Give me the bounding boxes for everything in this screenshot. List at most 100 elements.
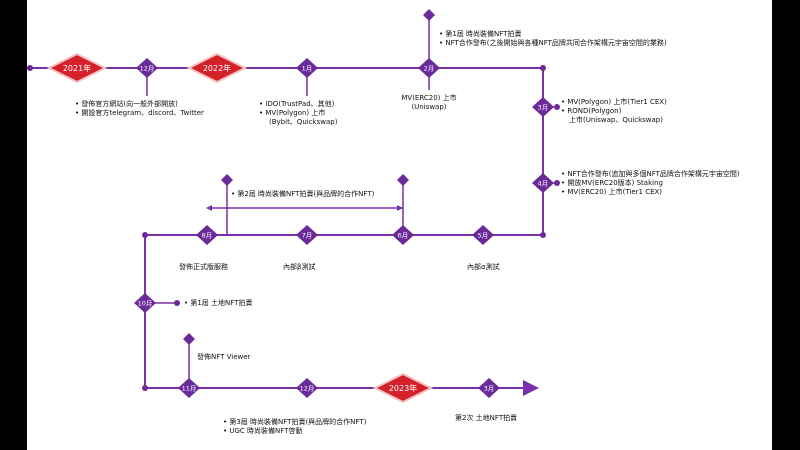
month-diamond xyxy=(178,378,200,398)
month-diamond xyxy=(296,378,318,398)
event-dec2022: • 第3屆 時尚裝備NFT拍賣(與品牌的合作NFT) • UGC 時尚裝備NFT… xyxy=(223,418,366,436)
event-line: • NFT合作發布(之後開始與各種NFT品牌共同合作架構元宇宙空間的業務) xyxy=(439,39,667,47)
event-line: • 第2屆 時尚裝備NFT拍賣(與品牌的合作NFT) xyxy=(231,190,375,198)
event-line: • NFT合作發布(追加與多個NFT品牌合作架構元宇宙空間) xyxy=(561,170,740,178)
event-line: • MV(ERC20) 上市(Tier1 CEX) xyxy=(561,188,663,196)
dot-corner-left2 xyxy=(142,385,148,391)
dot-oct-right xyxy=(174,300,180,306)
month-node-oct-2022: 10月 xyxy=(134,293,156,313)
month-diamond xyxy=(134,293,156,313)
event-line: • 開放MV(ERC20版本) Staking xyxy=(561,179,663,187)
month-diamond xyxy=(478,378,500,398)
month-diamond xyxy=(296,58,318,78)
event-line: 內部α測試 xyxy=(467,263,500,271)
event-aug: 發佈正式版服務 xyxy=(179,263,228,272)
dot-corner-right2 xyxy=(540,232,546,238)
month-node-mar-2022: 3月 xyxy=(532,97,554,117)
event-mar2023: 第2次 土地NFT拍賣 xyxy=(455,414,517,423)
fashion2-arrow-left-head xyxy=(206,205,212,211)
month-label: 3月 xyxy=(538,104,549,112)
month-node-apr-2022: 4月 xyxy=(532,173,554,193)
month-label: 6月 xyxy=(398,232,409,240)
dot-apr-right xyxy=(554,180,560,186)
month-node-mar-2023: 3月 xyxy=(478,378,500,398)
month-label: 7月 xyxy=(302,232,313,240)
event-line: • MV(Polygon) 上市 xyxy=(259,109,326,117)
month-diamond xyxy=(296,225,318,245)
fashion2-arrow-right-head xyxy=(397,205,403,211)
event-line: • 開設官方telegram、discord、Twitter xyxy=(75,109,204,117)
marker-viewer-top xyxy=(183,333,195,345)
month-node-dec-2022: 12月 xyxy=(296,378,318,398)
event-mar2022: • MV(Polygon) 上市(Tier1 CEX) • ROND(Polyg… xyxy=(561,98,667,125)
month-node-feb-2022: 2月 xyxy=(418,58,440,78)
month-label: 8月 xyxy=(202,232,213,240)
event-line: 發佈NFT Viewer xyxy=(197,353,251,361)
event-line: (Bybit、Quickswap) xyxy=(269,118,338,126)
event-viewer: 發佈NFT Viewer xyxy=(197,353,250,362)
event-fashion2: • 第2屆 時尚裝備NFT拍賣(與品牌的合作NFT) xyxy=(231,190,374,199)
month-node-jul-2022: 7月 xyxy=(296,225,318,245)
event-feb-above: • 第1屆 時尚裝備NFT拍賣 • NFT合作發布(之後開始與各種NFT品牌共同… xyxy=(439,30,667,48)
month-label: 12月 xyxy=(300,385,315,393)
month-diamond xyxy=(392,225,414,245)
marker-fashion2-right-top xyxy=(397,174,409,186)
dot-corner-left1 xyxy=(142,232,148,238)
event-jan2022: • IDO(TrustPad、其他) • MV(Polygon) 上市 (Byb… xyxy=(259,100,337,127)
year-diamond xyxy=(372,372,434,404)
event-line: MV(ERC20) 上市 xyxy=(401,94,457,102)
event-feb-below: MV(ERC20) 上市 (Uniswap) xyxy=(389,94,469,112)
month-node-dec-2021: 12月 xyxy=(136,58,158,78)
month-label: 4月 xyxy=(538,180,549,188)
month-node-jan-2022: 1月 xyxy=(296,58,318,78)
year-nodes: 2021年 2022年 2023年 xyxy=(46,52,434,404)
event-line: • 第3屆 時尚裝備NFT拍賣(與品牌的合作NFT) xyxy=(223,418,367,426)
event-line: (Uniswap) xyxy=(411,103,447,111)
month-label: 1月 xyxy=(302,65,313,73)
month-node-aug-2022: 8月 xyxy=(196,225,218,245)
event-line: • 第1屆 土地NFT拍賣 xyxy=(184,299,253,307)
timeline-dots xyxy=(27,9,560,391)
marker-fashion2-left-top xyxy=(221,174,233,186)
month-diamond xyxy=(418,58,440,78)
event-apr2022: • NFT合作發布(追加與多個NFT品牌合作架構元宇宙空間) • 開放MV(ER… xyxy=(561,170,740,197)
event-line: 上市(Uniswap、Quickswap) xyxy=(569,116,663,124)
event-line: • MV(Polygon) 上市(Tier1 CEX) xyxy=(561,98,667,106)
event-line: • 發佈官方網站(向一般外部開放) xyxy=(75,100,178,108)
month-label: 3月 xyxy=(484,385,495,393)
event-line: • ROND(Polygon) xyxy=(561,107,622,115)
year-label: 2023年 xyxy=(389,383,417,393)
year-label: 2022年 xyxy=(203,63,231,73)
month-node-may-2022: 5月 xyxy=(472,225,494,245)
month-node-nov-2022: 11月 xyxy=(178,378,200,398)
event-oct: • 第1屆 土地NFT拍賣 xyxy=(184,299,252,308)
event-line: • UGC 時尚裝備NFT啓動 xyxy=(223,427,303,435)
timeline-diagram: 2021年 2022年 2023年 12月 1月 2月 3月 4月 5月 6月 7月 8月 10月 11… xyxy=(27,9,560,404)
event-jul: 內部β測試 xyxy=(283,263,315,272)
event-line: • 第1屆 時尚裝備NFT拍賣 xyxy=(439,30,522,38)
dot-mar-right xyxy=(554,104,560,110)
year-diamond xyxy=(46,52,108,84)
year-diamond xyxy=(186,52,248,84)
month-label: 12月 xyxy=(140,65,155,73)
timeline-lines xyxy=(27,15,557,396)
dot-corner-right1 xyxy=(540,65,546,71)
year-node-2021: 2021年 xyxy=(46,52,108,84)
year-node-2023: 2023年 xyxy=(372,372,434,404)
marker-feb-top xyxy=(423,9,435,21)
month-label: 2月 xyxy=(424,65,435,73)
month-node-jun-2022: 6月 xyxy=(392,225,414,245)
month-diamond xyxy=(472,225,494,245)
event-line: 第2次 土地NFT拍賣 xyxy=(455,414,518,422)
month-diamond xyxy=(532,97,554,117)
month-label: 10月 xyxy=(138,300,153,308)
month-label: 11月 xyxy=(182,385,197,393)
year-node-2022: 2022年 xyxy=(186,52,248,84)
month-nodes: 12月 1月 2月 3月 4月 5月 6月 7月 8月 10月 11月 12月 3月 xyxy=(134,58,554,398)
month-label: 5月 xyxy=(478,232,489,240)
event-line: 發佈正式版服務 xyxy=(179,263,228,271)
event-line: • IDO(TrustPad、其他) xyxy=(259,100,335,108)
timeline-canvas: 2021年 2022年 2023年 12月 1月 2月 3月 4月 5月 6月 7月 8月 10月 11… xyxy=(27,0,772,450)
event-dec2021: • 發佈官方網站(向一般外部開放) • 開設官方telegram、discord… xyxy=(75,100,204,118)
dot-start xyxy=(27,65,33,71)
